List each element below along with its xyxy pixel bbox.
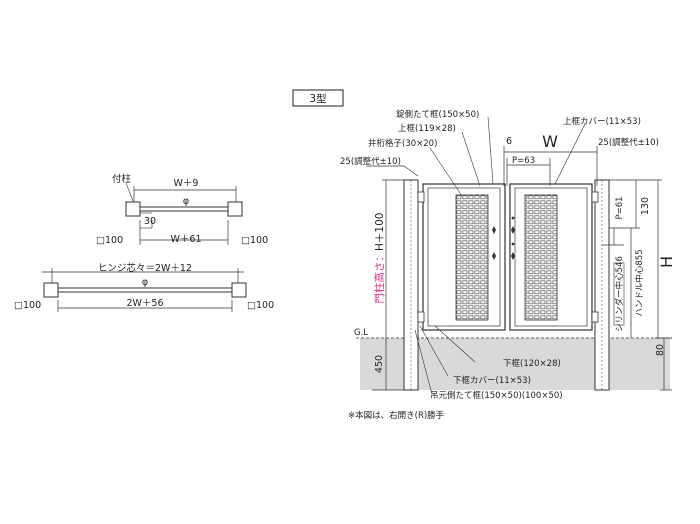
- cylinder-center-label: シリンダー中心546: [614, 256, 625, 332]
- dim-h-label: H: [657, 256, 676, 268]
- plan-top-sq-right: □100: [241, 235, 268, 246]
- hinge-center-label: ヒンジ芯々＝2W＋12: [98, 262, 192, 274]
- dim-w-label: W: [542, 132, 558, 151]
- dim-30-label: 30: [144, 216, 156, 227]
- dim-130-label: 130: [640, 197, 651, 215]
- plan-bottom-phi: φ: [142, 277, 148, 288]
- w-plus-9-label: W＋9: [174, 178, 199, 189]
- plan-bottom-sq-right: □100: [247, 300, 274, 311]
- p63-label: P=63: [512, 156, 535, 166]
- plan-view-single: [125, 182, 243, 245]
- left-gate-post: [403, 179, 419, 391]
- w2-plus-56-label: 2W＋56: [126, 298, 163, 309]
- hinge-stile-label: 吊元側たて框(150×50)(100×50): [430, 390, 563, 401]
- bottom-cover-label: 下框カバー(11×53): [453, 375, 531, 386]
- note-text: ※本図は、右開き(R)勝手: [348, 410, 445, 421]
- dim-450-label: 450: [374, 355, 385, 373]
- handle-center-label: ハンドル中心855: [634, 249, 645, 316]
- right-gate-post: [594, 179, 610, 391]
- top-cover-label: 上框カバー(11×53): [563, 116, 641, 127]
- gate-right-leaf: [509, 183, 593, 331]
- w-plus-61-label: W＋61: [171, 234, 202, 245]
- dim-80-label: 80: [655, 344, 666, 356]
- lattice-label: 井桁格子(30×20): [368, 138, 437, 149]
- gate-height-label: 門柱高さ：H＋100: [373, 213, 386, 304]
- gl-label: G.L: [354, 328, 368, 338]
- bottom-rail-label: 下框(120×28): [503, 358, 561, 369]
- gate-height-value: H＋100: [374, 213, 386, 251]
- adj-right-label: 25(調整代±10): [598, 137, 659, 148]
- top-rail-label: 上框(119×28): [398, 123, 456, 134]
- plan-bottom-sq-left: □100: [14, 300, 41, 311]
- dim-6-label: 6: [506, 136, 512, 147]
- adj-left-label: 25(調整代±10): [340, 156, 401, 167]
- dimension-lines: [366, 146, 672, 391]
- gate-left-leaf: [422, 183, 506, 331]
- lock-stile-label: 錠側たて框(150×50): [396, 109, 479, 120]
- leader-lines: [414, 116, 586, 395]
- plan-top-phi: φ: [183, 196, 189, 207]
- p61-label: P=61: [615, 196, 625, 219]
- cylinder-center-box: シリンダー中心546: [613, 256, 625, 332]
- post-label: 付柱: [112, 173, 132, 185]
- plan-top-sq-left: □100: [96, 235, 123, 246]
- hinges: [417, 191, 599, 323]
- plan-view-double: [42, 268, 247, 312]
- type-badge: 3型: [292, 89, 344, 107]
- gate-height-prefix: 門柱高さ：: [373, 251, 386, 304]
- type-badge-label: 3型: [309, 92, 326, 105]
